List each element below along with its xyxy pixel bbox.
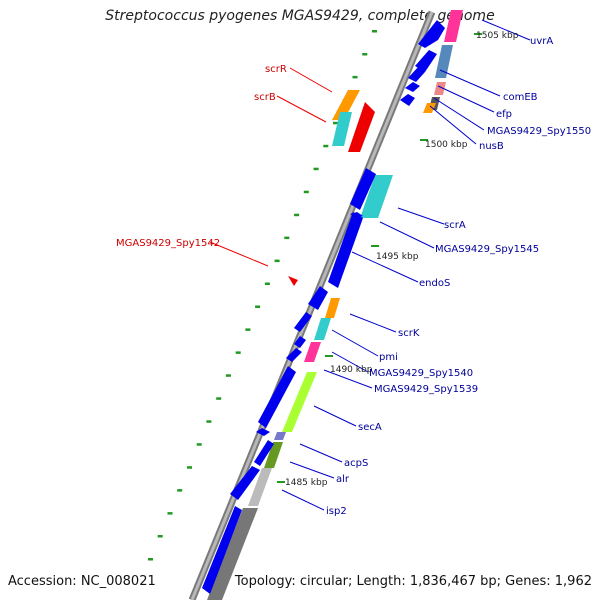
gc-dot (235, 351, 241, 354)
gc-dot (148, 558, 153, 561)
feature-label: acpS (344, 458, 368, 469)
gc-dot (206, 420, 212, 423)
gc-dot (323, 144, 329, 148)
gc-dot (372, 30, 377, 33)
accession-label: Accession: NC_008021 (8, 574, 156, 589)
feature-label: MGAS9429_Spy1545 (435, 244, 539, 255)
gc-dot (313, 167, 319, 171)
feature-label: scrA (444, 220, 466, 231)
gc-dot (255, 305, 261, 308)
gc-dot (187, 466, 192, 469)
gc-dot (167, 512, 173, 515)
spy1542-marker (288, 276, 298, 286)
scale-ticks (277, 33, 482, 483)
gc-dot (216, 397, 222, 400)
gc-dot (284, 236, 290, 240)
gc-dot (245, 328, 251, 331)
gc-dot (196, 443, 202, 446)
feature-label: MGAS9429_Spy1539 (374, 384, 478, 395)
gc-dot (352, 75, 358, 79)
feature-label: MGAS9429_Spy1550 (487, 126, 591, 137)
gc-dot (362, 53, 368, 56)
feature-label: pmi (379, 352, 398, 363)
feature-label: endoS (419, 278, 450, 289)
gc-dot (225, 374, 231, 377)
inner-strand-features (202, 20, 445, 594)
topology-label: Topology: circular; Length: 1,836,467 bp… (234, 574, 592, 589)
feature-label: secA (358, 422, 382, 433)
feature-label: scrK (398, 328, 420, 339)
gc-content-track (148, 30, 377, 561)
tick-label-1500: 1500 kbp (425, 140, 468, 150)
gc-dot (157, 535, 163, 538)
feature-label: scrB (254, 92, 276, 103)
feature-label: comEB (503, 92, 538, 103)
tick-label-1495: 1495 kbp (376, 252, 419, 262)
gc-dot (294, 213, 300, 217)
feature-label: isp2 (326, 506, 347, 517)
gc-dot (303, 190, 309, 194)
feature-label: MGAS9429_Spy1540 (369, 368, 473, 379)
feature-label: alr (336, 474, 350, 485)
feature-label: efp (496, 109, 512, 120)
feature-label: MGAS9429_Spy1542 (116, 238, 220, 249)
feature-label: uvrA (530, 36, 553, 47)
label-leaders (209, 19, 531, 511)
outer-strand-features (207, 10, 463, 600)
feature-label: scrR (265, 64, 287, 75)
map-title: Streptococcus pyogenes MGAS9429, complet… (105, 8, 495, 24)
tick-label-1505: 1505 kbp (476, 31, 519, 41)
feature-label: nusB (479, 141, 504, 152)
tick-label-1490: 1490 kbp (330, 365, 373, 375)
gc-dot (333, 121, 338, 125)
gc-dot (177, 489, 183, 492)
gc-dot (274, 259, 280, 263)
tick-label-1485: 1485 kbp (285, 478, 328, 488)
gc-dot (264, 282, 270, 285)
